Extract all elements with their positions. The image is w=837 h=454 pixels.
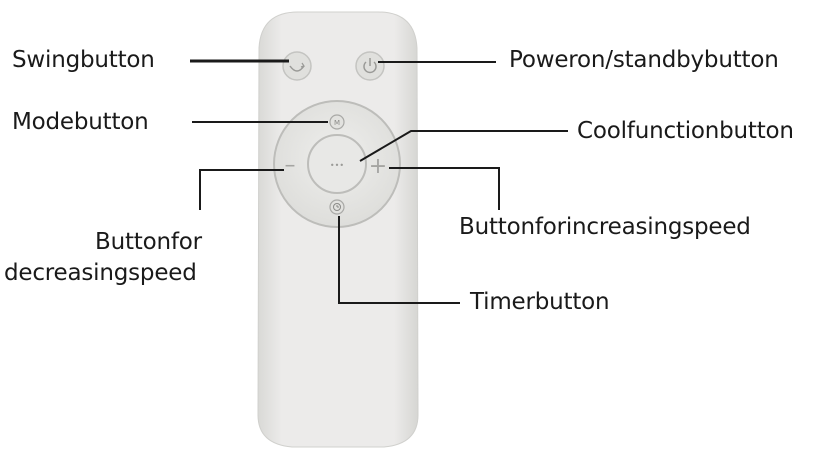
decrease-leader [199, 169, 284, 210]
minus-icon[interactable]: – [285, 153, 296, 178]
decrease-speed-label-line1: Buttonfor [95, 229, 202, 255]
decrease-speed-label-line2: decreasingspeed [4, 260, 197, 286]
swing-button-label: Swingbutton [12, 47, 155, 73]
control-pad [273, 100, 401, 228]
timer-button[interactable] [329, 199, 345, 215]
power-icon [363, 58, 377, 74]
leader-lines [190, 59, 568, 304]
increase-leader [389, 167, 500, 210]
cool-function-button[interactable]: ••• [330, 161, 344, 170]
timer-leader [338, 216, 460, 304]
swing-button[interactable] [282, 51, 312, 81]
timer-button-label: Timerbutton [470, 289, 610, 315]
cool-leader [359, 130, 568, 162]
increase-speed-label: Buttonforincreasingspeed [459, 214, 751, 240]
power-button-label: Poweron/standbybutton [509, 47, 779, 73]
swing-icon [289, 62, 305, 72]
mode-button[interactable]: M [329, 114, 345, 130]
plus-icon[interactable]: + [369, 154, 387, 179]
cool-function-button-label: Coolfunctionbutton [577, 118, 794, 144]
power-button[interactable] [355, 51, 385, 81]
mode-button-label: Modebutton [12, 109, 149, 135]
mode-icon: M [334, 119, 340, 127]
clock-icon [333, 203, 341, 211]
